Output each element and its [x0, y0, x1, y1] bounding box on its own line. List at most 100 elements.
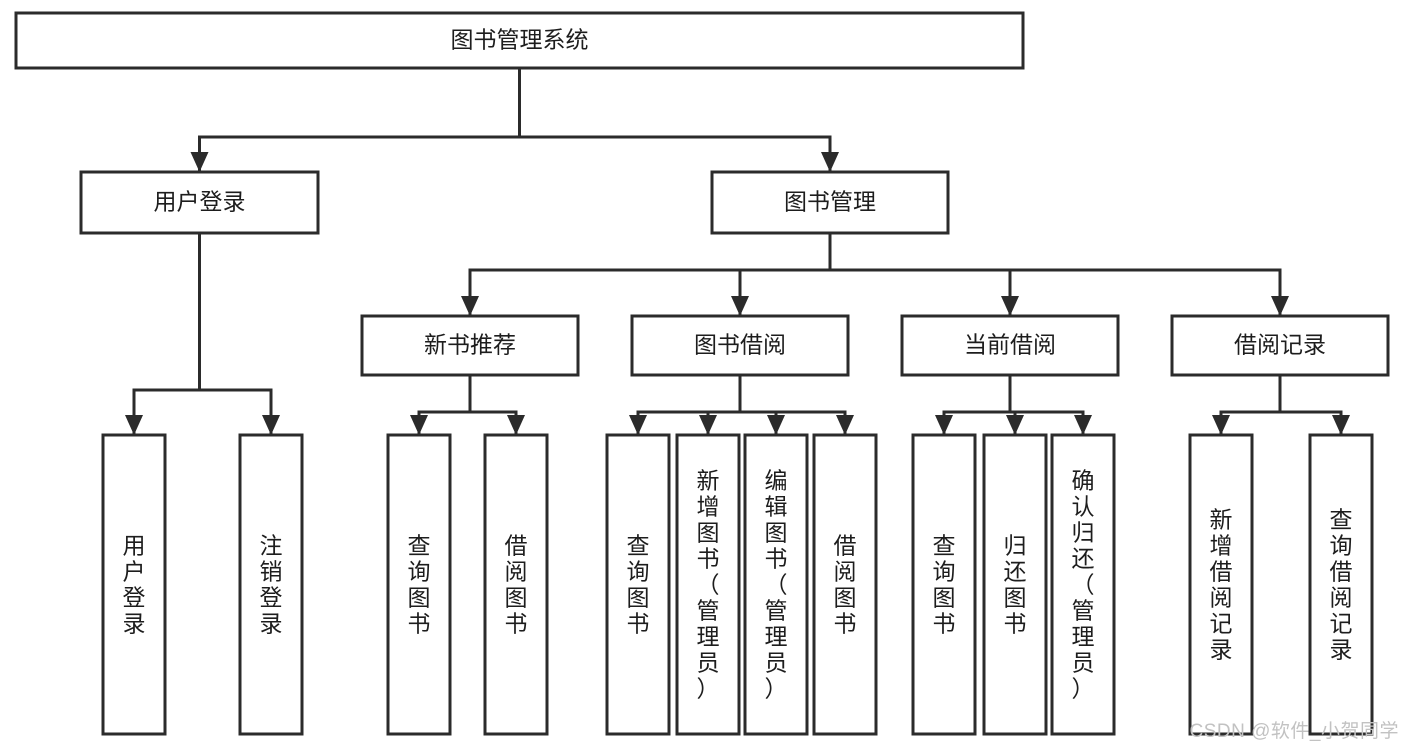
node-label-char: ）: [765, 675, 788, 701]
node-label-char: 登: [260, 584, 283, 610]
node-label-char: 书: [697, 545, 720, 571]
node-box[interactable]: [630, 314, 850, 377]
node-label: 图书借阅: [694, 332, 786, 358]
connector-layer: [125, 66, 1350, 435]
node-box[interactable]: [483, 433, 549, 736]
node-box[interactable]: [1188, 433, 1254, 736]
node-box[interactable]: [911, 433, 977, 736]
node-label-char: 阅: [1330, 584, 1353, 610]
node-label: 新书推荐: [424, 332, 516, 358]
node-box[interactable]: [14, 11, 1025, 70]
node-root-root[interactable]: 图书管理系统: [14, 11, 1025, 70]
node-label-char: 书: [765, 545, 788, 571]
node-box[interactable]: [743, 433, 809, 736]
node-box[interactable]: [101, 433, 167, 736]
node-label-char: 用: [123, 532, 146, 558]
node-label-char: 销: [260, 558, 283, 584]
node-label-char: 图: [627, 584, 650, 610]
node-label-char: 记: [1330, 610, 1353, 636]
node-label-char: 理: [765, 623, 788, 649]
node-l2-current-borrow[interactable]: 当前借阅: [900, 314, 1120, 377]
arrow-head: [836, 415, 854, 435]
node-label-char: 图: [697, 519, 720, 545]
node-box[interactable]: [812, 433, 878, 736]
node-label-char: 图: [834, 584, 857, 610]
node-box[interactable]: [605, 433, 671, 736]
node-label-char: 确: [1072, 467, 1095, 493]
node-label-char: 查: [627, 532, 650, 558]
node-box[interactable]: [675, 433, 741, 736]
node-label-char: 图: [408, 584, 431, 610]
node-label-char: 书: [627, 610, 650, 636]
node-l1-book-manage[interactable]: 图书管理: [710, 170, 950, 235]
node-label-char: 书: [505, 610, 528, 636]
node-label: 图书管理: [784, 189, 876, 215]
node-box[interactable]: [710, 170, 950, 235]
node-l1-user-login[interactable]: 用户登录: [79, 170, 320, 235]
node-label: 借阅记录: [1234, 332, 1326, 358]
node-label-char: 增: [697, 493, 720, 519]
node-label-char: 借: [834, 532, 857, 558]
node-label-char: 理: [1072, 623, 1095, 649]
node-label: 当前借阅: [964, 332, 1056, 358]
node-box[interactable]: [1050, 433, 1116, 736]
node-label-char: 询: [1330, 532, 1353, 558]
node-box[interactable]: [1308, 433, 1374, 736]
node-label-char: ）: [697, 675, 720, 701]
arrow-head: [1332, 415, 1350, 435]
node-leaf-leaf-user-login[interactable]: 用户登录: [101, 433, 167, 736]
node-l2-borrow-record[interactable]: 借阅记录: [1170, 314, 1390, 377]
node-label-char: 查: [1330, 506, 1353, 532]
node-label-char: 图: [933, 584, 956, 610]
node-l2-book-borrow[interactable]: 图书借阅: [630, 314, 850, 377]
node-label-char: 管: [765, 597, 788, 623]
node-label-char: 询: [627, 558, 650, 584]
node-box[interactable]: [386, 433, 452, 736]
csdn-watermark: CSDN @软件_小贺同学: [1189, 721, 1399, 742]
node-box[interactable]: [360, 314, 580, 377]
node-label: 用户登录: [154, 189, 246, 215]
node-label-char: 书: [408, 610, 431, 636]
node-label-char: 编: [765, 467, 788, 493]
node-label-char: 查: [933, 532, 956, 558]
node-label-char: 阅: [1210, 584, 1233, 610]
node-label-char: 管: [697, 597, 720, 623]
node-label-char: 录: [260, 610, 283, 636]
node-box[interactable]: [1170, 314, 1390, 377]
node-label-char: 书: [1004, 610, 1027, 636]
node-l2-new-book-rec[interactable]: 新书推荐: [360, 314, 580, 377]
node-box[interactable]: [982, 433, 1048, 736]
arrow-head: [190, 152, 209, 172]
node-label-char: 阅: [834, 558, 857, 584]
node-box[interactable]: [238, 433, 304, 736]
node-label-char: （: [1072, 571, 1095, 597]
node-label-char: 书: [834, 610, 857, 636]
node-label-char: 还: [1072, 545, 1095, 571]
node-box[interactable]: [900, 314, 1120, 377]
node-label-char: 管: [1072, 597, 1095, 623]
node-box[interactable]: [79, 170, 320, 235]
node-label-char: 新: [697, 467, 720, 493]
node-label-char: 借: [505, 532, 528, 558]
node-label-char: 图: [505, 584, 528, 610]
node-label-char: 查: [408, 532, 431, 558]
node-label-char: 录: [1210, 636, 1233, 662]
node-label-char: 登: [123, 584, 146, 610]
node-label-char: 认: [1072, 493, 1095, 519]
node-label: 图书管理系统: [451, 27, 589, 53]
node-label-char: 图: [765, 519, 788, 545]
node-label-char: 还: [1004, 558, 1027, 584]
arrow-head: [629, 415, 647, 435]
